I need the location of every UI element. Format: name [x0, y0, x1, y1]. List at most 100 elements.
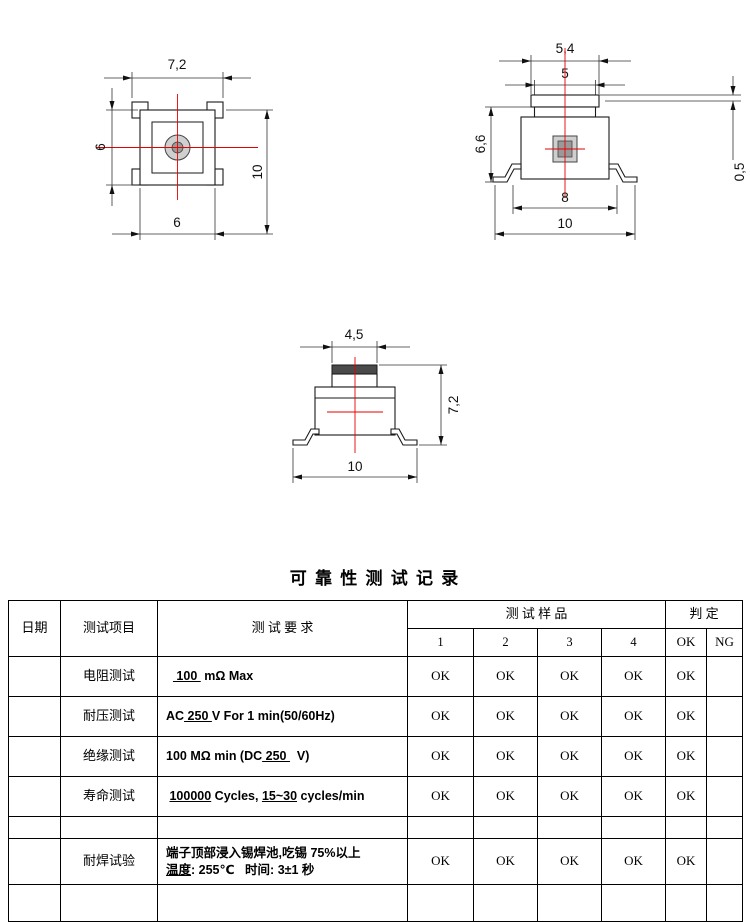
sample-cell: OK — [407, 736, 474, 777]
table-row-life: 寿命测试 100000 Cycles, 15~30 cycles/min OK … — [8, 776, 744, 817]
sample-cell — [600, 884, 667, 922]
ok-cell: OK — [665, 696, 708, 737]
dim-label: 6 — [173, 215, 181, 230]
requirement-cell: 100 MΩ min (DC 250 V) — [157, 736, 408, 777]
dim-label: 0,5 — [732, 163, 747, 182]
ok-cell — [665, 884, 708, 922]
dimension-left-height: 6 — [93, 88, 138, 206]
ok-cell: OK — [665, 838, 708, 885]
header-test-requirement: 测 试 要 求 — [157, 600, 408, 657]
requirement-cell: AC 250 V For 1 min(50/60Hz) — [157, 696, 408, 737]
dim-label: 7,2 — [446, 396, 461, 415]
dimension-right-span: 10 — [226, 109, 273, 234]
date-cell — [8, 776, 61, 817]
sample-cell — [537, 884, 602, 922]
reliability-test-table: 日期 测试项目 测 试 要 求 测 试 样 品 判 定 1 2 3 4 OK N… — [8, 600, 744, 922]
sample-cell — [537, 816, 602, 839]
requirement-cell: 100000 Cycles, 15~30 cycles/min — [157, 776, 408, 817]
date-cell — [8, 884, 61, 922]
requirement-cell — [157, 884, 408, 922]
sample-cell: OK — [600, 776, 667, 817]
header-test-samples: 测 试 样 品 — [406, 600, 667, 629]
dim-label: 10 — [347, 459, 362, 474]
right-terminal — [608, 163, 638, 183]
sample-cell: OK — [473, 736, 538, 777]
ng-cell — [706, 656, 744, 697]
date-cell — [8, 656, 61, 697]
sample-col-2: 2 — [473, 628, 538, 657]
sample-cell — [473, 816, 538, 839]
item-cell: 耐焊试验 — [60, 838, 158, 885]
sample-cell — [407, 884, 474, 922]
item-cell — [60, 884, 158, 922]
dimension-total-height: 7,2 — [379, 364, 461, 446]
item-cell — [60, 816, 158, 839]
ok-cell: OK — [665, 656, 708, 697]
sample-cell — [600, 816, 667, 839]
requirement-cell — [157, 816, 408, 839]
dimension-travel: 0,5 — [599, 76, 747, 181]
dim-label: 7,2 — [168, 57, 187, 72]
dimension-bottom-width: 6 — [112, 188, 273, 240]
requirement-cell: 端子顶部浸入锡焊池,吃锡 75%以上 温度: 255℃ 时间: 3±1 秒 — [157, 838, 408, 885]
item-cell: 寿命测试 — [60, 776, 158, 817]
ok-cell: OK — [665, 776, 708, 817]
dim-label: 4,5 — [345, 327, 364, 342]
header-test-item: 测试项目 — [60, 600, 158, 657]
ng-cell — [706, 696, 744, 737]
requirement-cell: 100 mΩ Max — [157, 656, 408, 697]
sample-cell: OK — [473, 776, 538, 817]
ng-cell — [706, 736, 744, 777]
date-cell — [8, 838, 61, 885]
table-row-withstand-voltage: 耐压测试 AC 250 V For 1 min(50/60Hz) OK OK O… — [8, 696, 744, 737]
dim-label: 10 — [250, 164, 265, 179]
dimension-top-width: 7,2 — [104, 57, 251, 98]
sample-cell: OK — [600, 838, 667, 885]
side-view-drawing: 5,4 5 6,6 0,5 — [473, 41, 747, 240]
judge-col-ok: OK — [665, 628, 708, 657]
header-judgment: 判 定 — [665, 600, 744, 629]
dim-label: 8 — [561, 190, 569, 205]
sample-cell: OK — [407, 776, 474, 817]
ng-cell — [706, 884, 744, 922]
item-cell: 电阻测试 — [60, 656, 158, 697]
header-date: 日期 — [8, 600, 61, 657]
sample-cell: OK — [600, 736, 667, 777]
item-cell: 绝缘测试 — [60, 736, 158, 777]
ok-cell — [665, 816, 708, 839]
sample-cell — [473, 884, 538, 922]
left-terminal — [292, 428, 320, 446]
sample-cell: OK — [473, 656, 538, 697]
ok-cell: OK — [665, 736, 708, 777]
right-terminal — [390, 428, 418, 446]
dim-label: 6,6 — [473, 135, 488, 154]
header-row-1: 日期 测试项目 测 试 要 求 测 试 样 品 判 定 — [8, 600, 744, 657]
sample-cell: OK — [537, 656, 602, 697]
dim-label: 10 — [557, 216, 572, 231]
left-terminal — [492, 163, 522, 183]
sample-cell: OK — [537, 776, 602, 817]
dimension-button-width: 4,5 — [300, 327, 410, 363]
sample-cell: OK — [537, 696, 602, 737]
sample-cell: OK — [600, 696, 667, 737]
table-row-solderability: 耐焊试验 端子顶部浸入锡焊池,吃锡 75%以上 温度: 255℃ 时间: 3±1… — [8, 838, 744, 885]
sample-cell: OK — [473, 838, 538, 885]
sample-cell: OK — [537, 838, 602, 885]
table-row-empty — [8, 816, 744, 839]
sample-cell: OK — [600, 656, 667, 697]
centerlines — [96, 94, 258, 200]
ng-cell — [706, 838, 744, 885]
top-view-drawing: 7,2 6 10 6 — [93, 57, 273, 240]
judge-col-ng: NG — [706, 628, 744, 657]
sample-cell: OK — [473, 696, 538, 737]
centerlines — [545, 48, 585, 198]
dimension-terminal-span: 10 — [494, 185, 636, 240]
table-row-insulation: 绝缘测试 100 MΩ min (DC 250 V) OK OK OK OK O… — [8, 736, 744, 777]
dim-label: 6 — [93, 143, 108, 151]
date-cell — [8, 816, 61, 839]
date-cell — [8, 696, 61, 737]
sample-cell — [407, 816, 474, 839]
table-row-empty — [8, 884, 744, 922]
sample-col-3: 3 — [537, 628, 602, 657]
